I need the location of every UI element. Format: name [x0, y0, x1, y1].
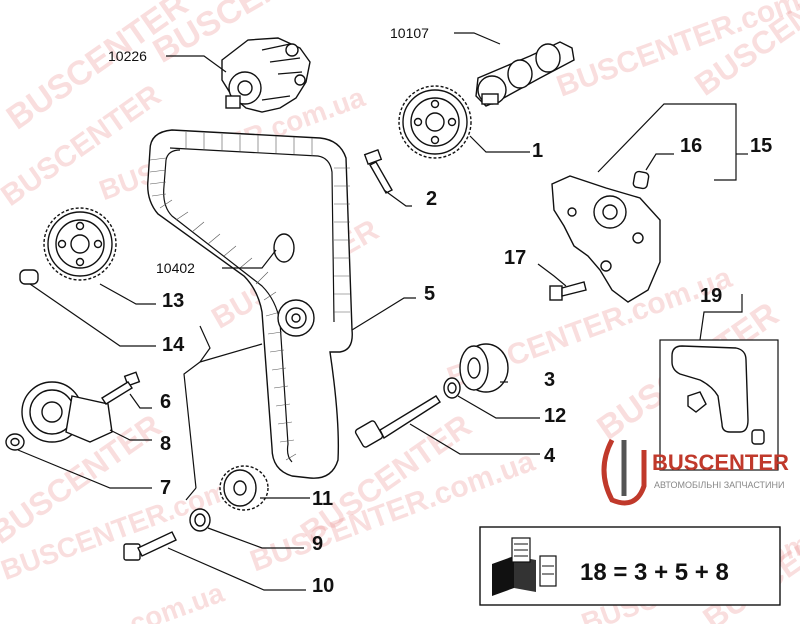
- nut-7: [5, 433, 25, 451]
- callout-1: 1: [532, 140, 543, 162]
- kit-icon: [492, 537, 557, 596]
- callout-17: 17: [504, 247, 526, 269]
- callout-10: 10: [312, 575, 334, 597]
- callout-4: 4: [544, 445, 556, 467]
- callout-15: 15: [750, 135, 772, 157]
- bolt-6: [101, 371, 141, 405]
- bolt-2: [363, 149, 393, 194]
- callout-14: 14: [162, 334, 185, 356]
- callout-12: 12: [544, 405, 566, 427]
- callout-9: 9: [312, 533, 323, 555]
- bolt-17: [549, 281, 587, 301]
- callout-11: 11: [312, 488, 333, 510]
- callout-19: 19: [700, 285, 722, 307]
- buscenter-logo: BUSCENTER АВТОМОБІЛЬНІ ЗАПЧАСТИНИ: [601, 438, 789, 506]
- watermark-text: .com.ua: [118, 577, 228, 624]
- leader-lines: [17, 32, 748, 591]
- logo-brand: BUSCENTER: [652, 450, 789, 475]
- bolt-4: [354, 395, 441, 448]
- inset-panel: [659, 339, 779, 471]
- callout-3: 3: [544, 369, 555, 391]
- crank-gear: [219, 465, 269, 511]
- logo-tagline: АВТОМОБІЛЬНІ ЗАПЧАСТИНИ: [654, 480, 784, 490]
- kit-formula: 18 = 3 + 5 + 8: [580, 559, 729, 586]
- water-pump-housing: [551, 170, 661, 303]
- crankshaft-pulley: [43, 207, 117, 281]
- callout-5: 5: [424, 283, 435, 305]
- kit-box: 18 = 3 + 5 + 8: [479, 526, 781, 606]
- callouts: 10226 10107 10402 1 2 3 4 5 6 7 8 9 10 1…: [108, 25, 772, 597]
- callout-16: 16: [680, 135, 702, 157]
- washer-9: [189, 508, 211, 532]
- callout-7: 7: [160, 477, 171, 499]
- idler-pulley: [277, 299, 315, 337]
- camshaft-pulley: [398, 85, 472, 159]
- tensioner-roller: [459, 343, 509, 393]
- tensioner-assembly: [21, 381, 113, 443]
- callout-8: 8: [160, 433, 171, 455]
- callout-10107: 10107: [390, 25, 429, 41]
- callout-10402: 10402: [156, 260, 195, 276]
- callout-2: 2: [426, 188, 437, 210]
- washer-12: [443, 377, 461, 399]
- callout-10226: 10226: [108, 48, 147, 64]
- high-pressure-pump: [221, 37, 311, 113]
- timing-belt: [147, 129, 353, 479]
- cap: [19, 269, 39, 285]
- bolt-10: [123, 531, 177, 561]
- callout-6: 6: [160, 391, 171, 413]
- camshaft: [475, 41, 575, 107]
- callout-13: 13: [162, 290, 184, 312]
